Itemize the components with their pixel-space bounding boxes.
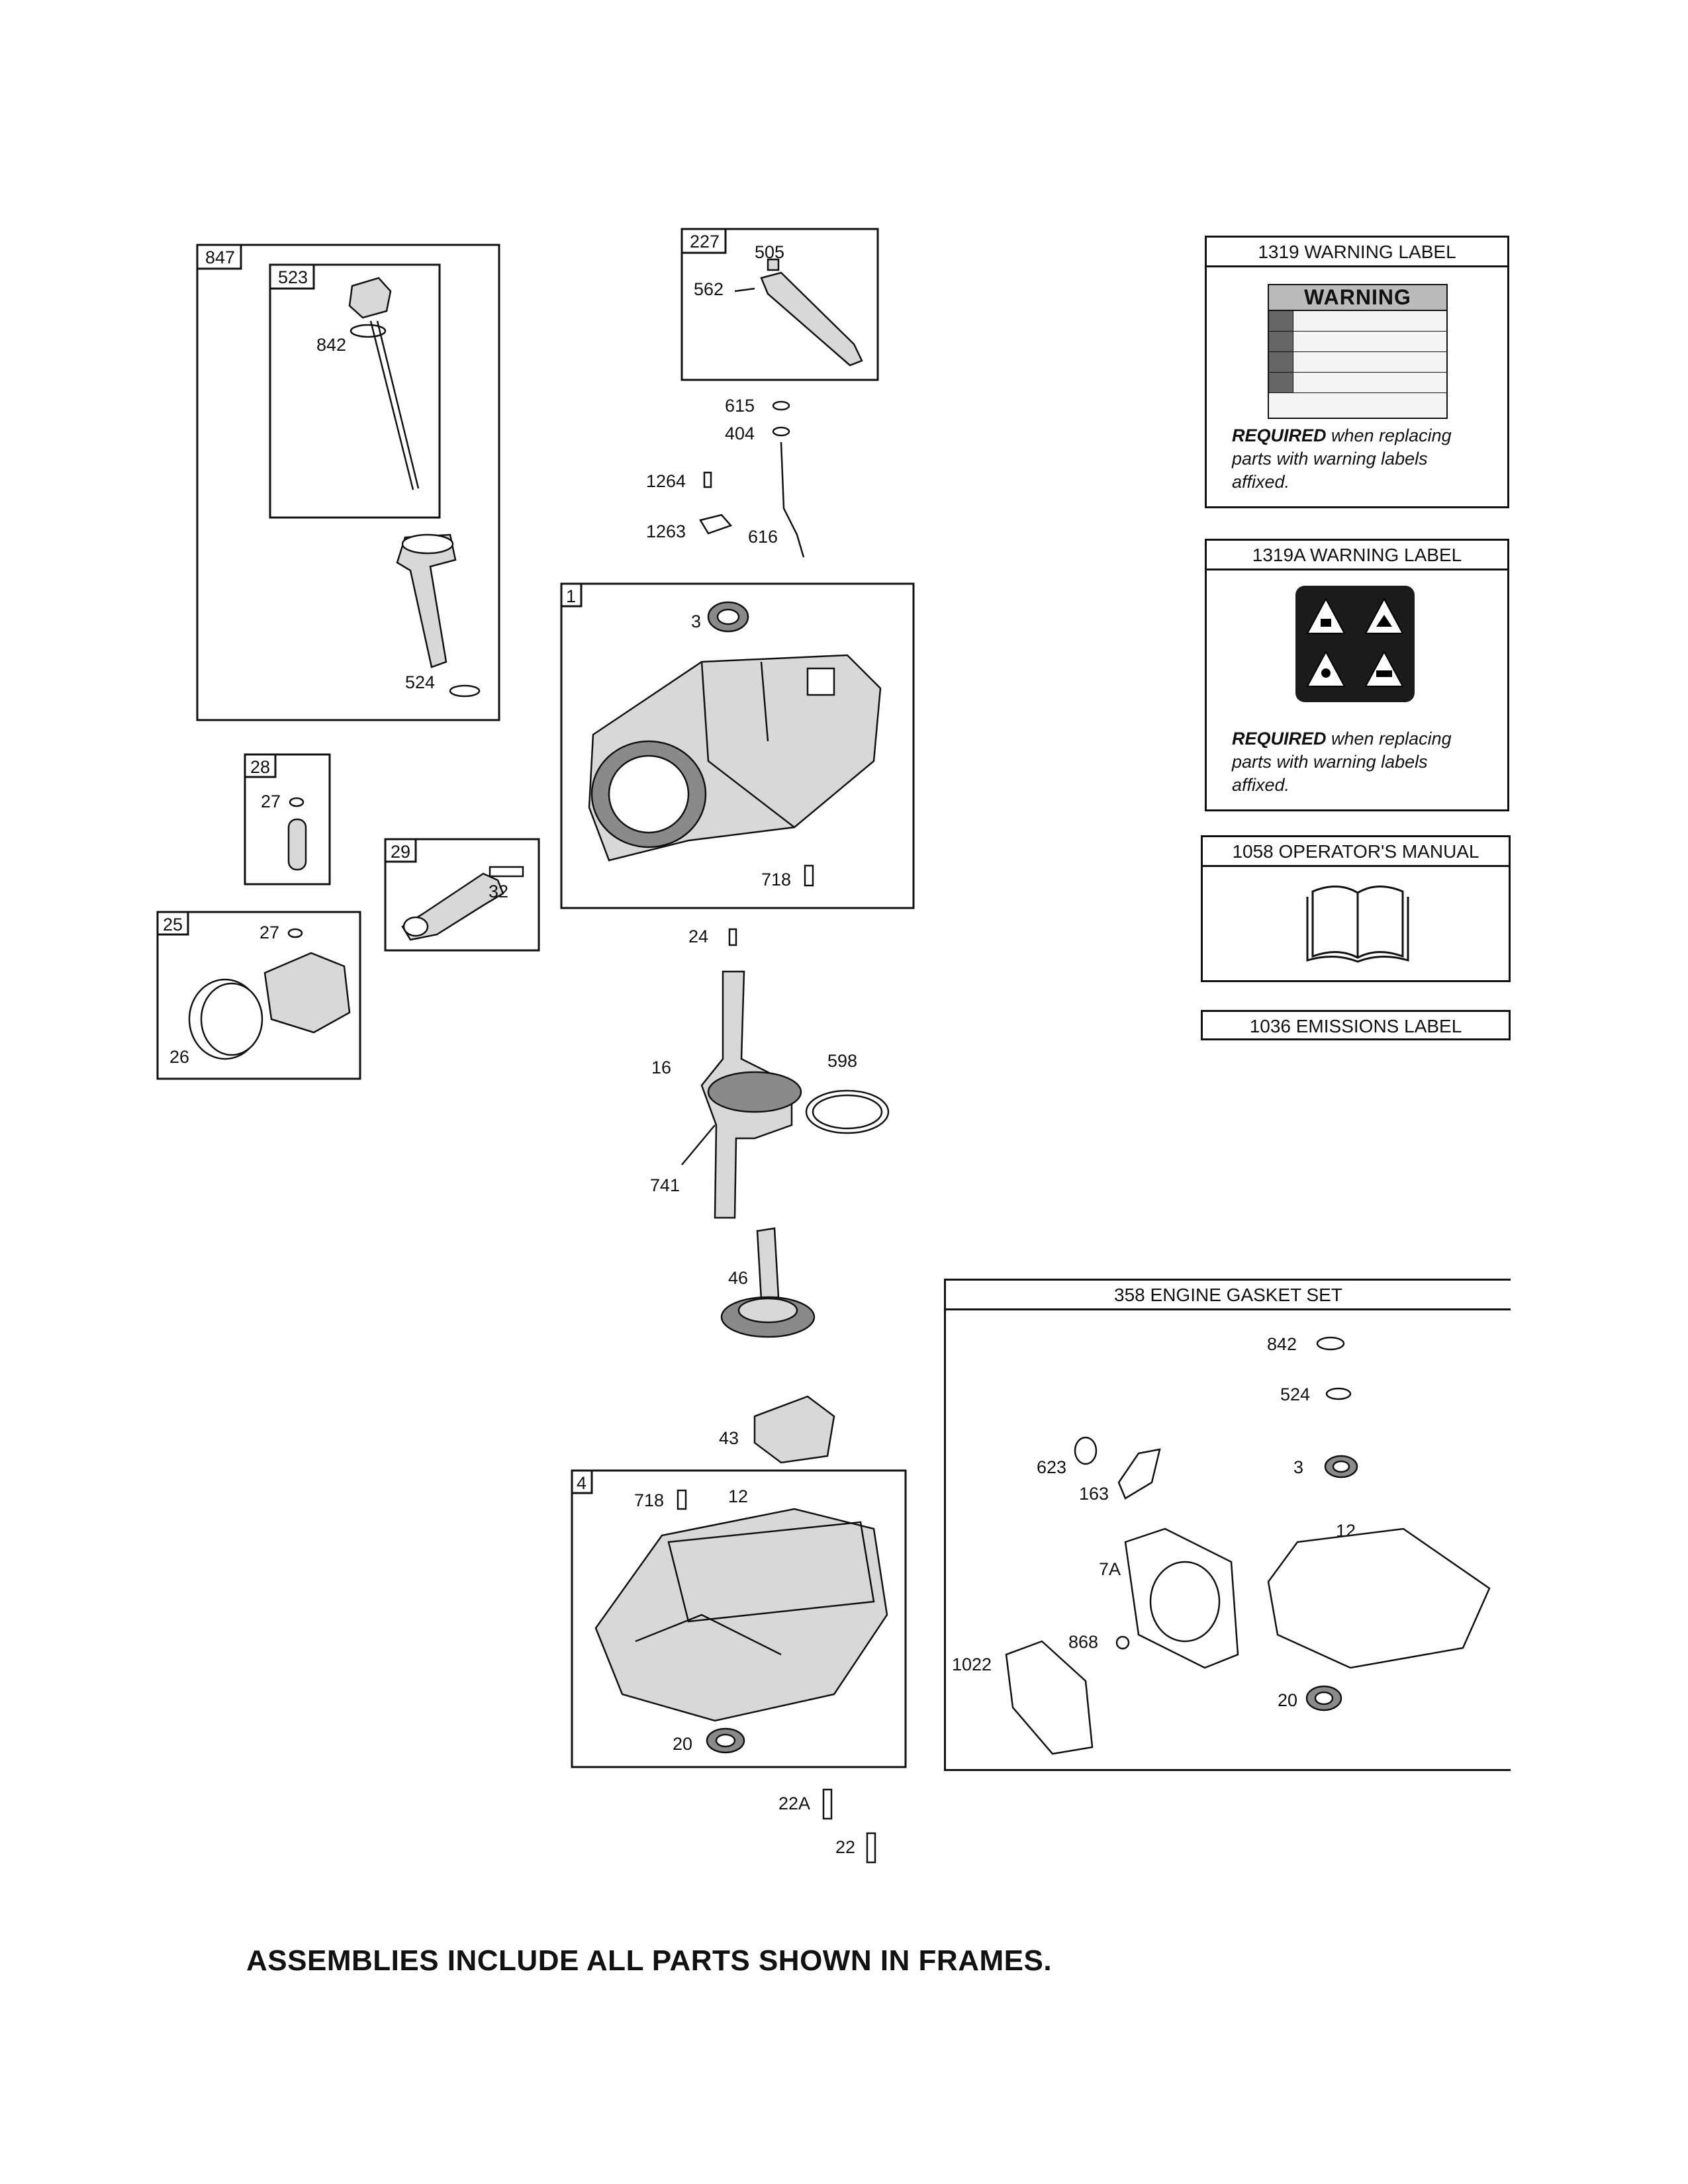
bolt-22-part [866, 1832, 876, 1864]
assembly-29-connecting-rod: 29 32 [384, 838, 540, 952]
callout-28: 28 [250, 757, 270, 777]
piston-pin-part [287, 818, 307, 871]
governor-linkage: 615 404 1264 1263 616 [646, 396, 805, 558]
callout-847: 847 [205, 248, 235, 267]
assembly-227: 227 505 562 [680, 228, 879, 381]
callout-1263: 1263 [646, 522, 686, 541]
callout-32: 32 [489, 882, 508, 901]
callout-562: 562 [694, 279, 724, 299]
callout-718: 718 [761, 870, 791, 889]
governor-shaft-part [780, 441, 805, 558]
camshaft-group: 46 43 [719, 1227, 835, 1464]
callout-46: 46 [728, 1268, 748, 1288]
callout-741: 741 [650, 1175, 680, 1195]
panel-title-1058: 1058 OPERATOR'S MANUAL [1203, 837, 1509, 867]
panel-1036-emissions-label: 1036 EMISSIONS LABEL [1201, 1010, 1511, 1040]
bolt-part [734, 287, 755, 293]
panel-title-1319A: 1319A WARNING LABEL [1207, 541, 1507, 570]
panel-358-engine-gasket-set: 358 ENGINE GASKET SET [944, 1279, 1511, 1771]
callout-598: 598 [827, 1051, 857, 1071]
tube-o-ring-part [449, 684, 481, 698]
callout-1: 1 [566, 586, 576, 606]
panel-title-358: 358 ENGINE GASKET SET [946, 1281, 1511, 1310]
callout-524: 524 [405, 672, 435, 692]
bolt-22a-part [822, 1788, 833, 1820]
key-part [728, 928, 737, 946]
rod-bolt-part [489, 866, 524, 878]
dipstick-o-ring-part [350, 324, 387, 338]
piston-part [263, 952, 351, 1034]
assemblies-footer-note: ASSEMBLIES INCLUDE ALL PARTS SHOWN IN FR… [246, 1944, 1053, 1977]
bolts-group: 22A 22 [778, 1788, 876, 1864]
callout-27b: 27 [259, 923, 279, 942]
crankshaft-group: 24 16 598 741 [650, 927, 890, 1219]
nut-part [767, 258, 780, 271]
dipstick-tube-part [396, 533, 457, 668]
callout-20: 20 [673, 1734, 692, 1754]
panel-1058-operators-manual: 1058 OPERATOR'S MANUAL [1201, 835, 1511, 982]
callout-16: 16 [651, 1058, 671, 1077]
panel-title-1319: 1319 WARNING LABEL [1207, 238, 1507, 267]
callout-718b: 718 [634, 1490, 664, 1510]
assembly-4-sump: 4 718 12 20 [571, 1469, 907, 1768]
governor-lever-part [760, 271, 863, 367]
book-icon [1306, 885, 1409, 963]
callout-24: 24 [688, 927, 708, 946]
callout-22: 22 [835, 1837, 855, 1857]
callout-12: 12 [728, 1486, 748, 1506]
sump-cover-part [594, 1508, 888, 1722]
warning-sign-header: WARNING [1269, 285, 1446, 311]
callout-523: 523 [278, 267, 308, 287]
callout-27: 27 [261, 792, 281, 811]
assembly-28-piston-pin: 28 27 [244, 753, 331, 886]
panel-1319A-warning-label: 1319A WARNING LABEL REQUIRED when replac… [1205, 539, 1509, 811]
callout-842: 842 [316, 335, 346, 355]
camshaft-part [756, 1227, 780, 1301]
callout-615: 615 [725, 396, 755, 416]
callout-1264: 1264 [646, 471, 686, 491]
required-note-1319A: REQUIRED when replacing parts with warni… [1232, 729, 1452, 795]
governor-part [753, 1395, 835, 1464]
assembly-1-cylinder: 1 3 718 [560, 582, 915, 909]
callout-404: 404 [725, 424, 755, 443]
hazard-pictogram-icons [1295, 586, 1415, 702]
callout-227: 227 [690, 232, 720, 251]
dipstick-cap-part [348, 277, 392, 319]
callout-43: 43 [719, 1428, 739, 1448]
panel-title-1036: 1036 EMISSIONS LABEL [1249, 1016, 1462, 1036]
required-note-1319: REQUIRED when replacing parts with warni… [1232, 426, 1452, 492]
callout-22A: 22A [778, 1794, 810, 1813]
callout-616: 616 [748, 527, 778, 547]
callout-29: 29 [391, 842, 410, 862]
warning-sign-graphic: WARNING [1268, 284, 1448, 419]
assembly-847: 847 523 842 524 [196, 244, 500, 721]
dipstick-rod-part [369, 320, 414, 490]
callout-25: 25 [163, 915, 183, 934]
panel-1319-warning-label: 1319 WARNING LABEL WARNING REQUIRED when… [1205, 236, 1509, 508]
assembly-25-piston: 25 27 26 [156, 911, 361, 1080]
callout-26: 26 [169, 1047, 189, 1067]
callout-4: 4 [577, 1473, 586, 1493]
callout-3: 3 [691, 612, 701, 631]
